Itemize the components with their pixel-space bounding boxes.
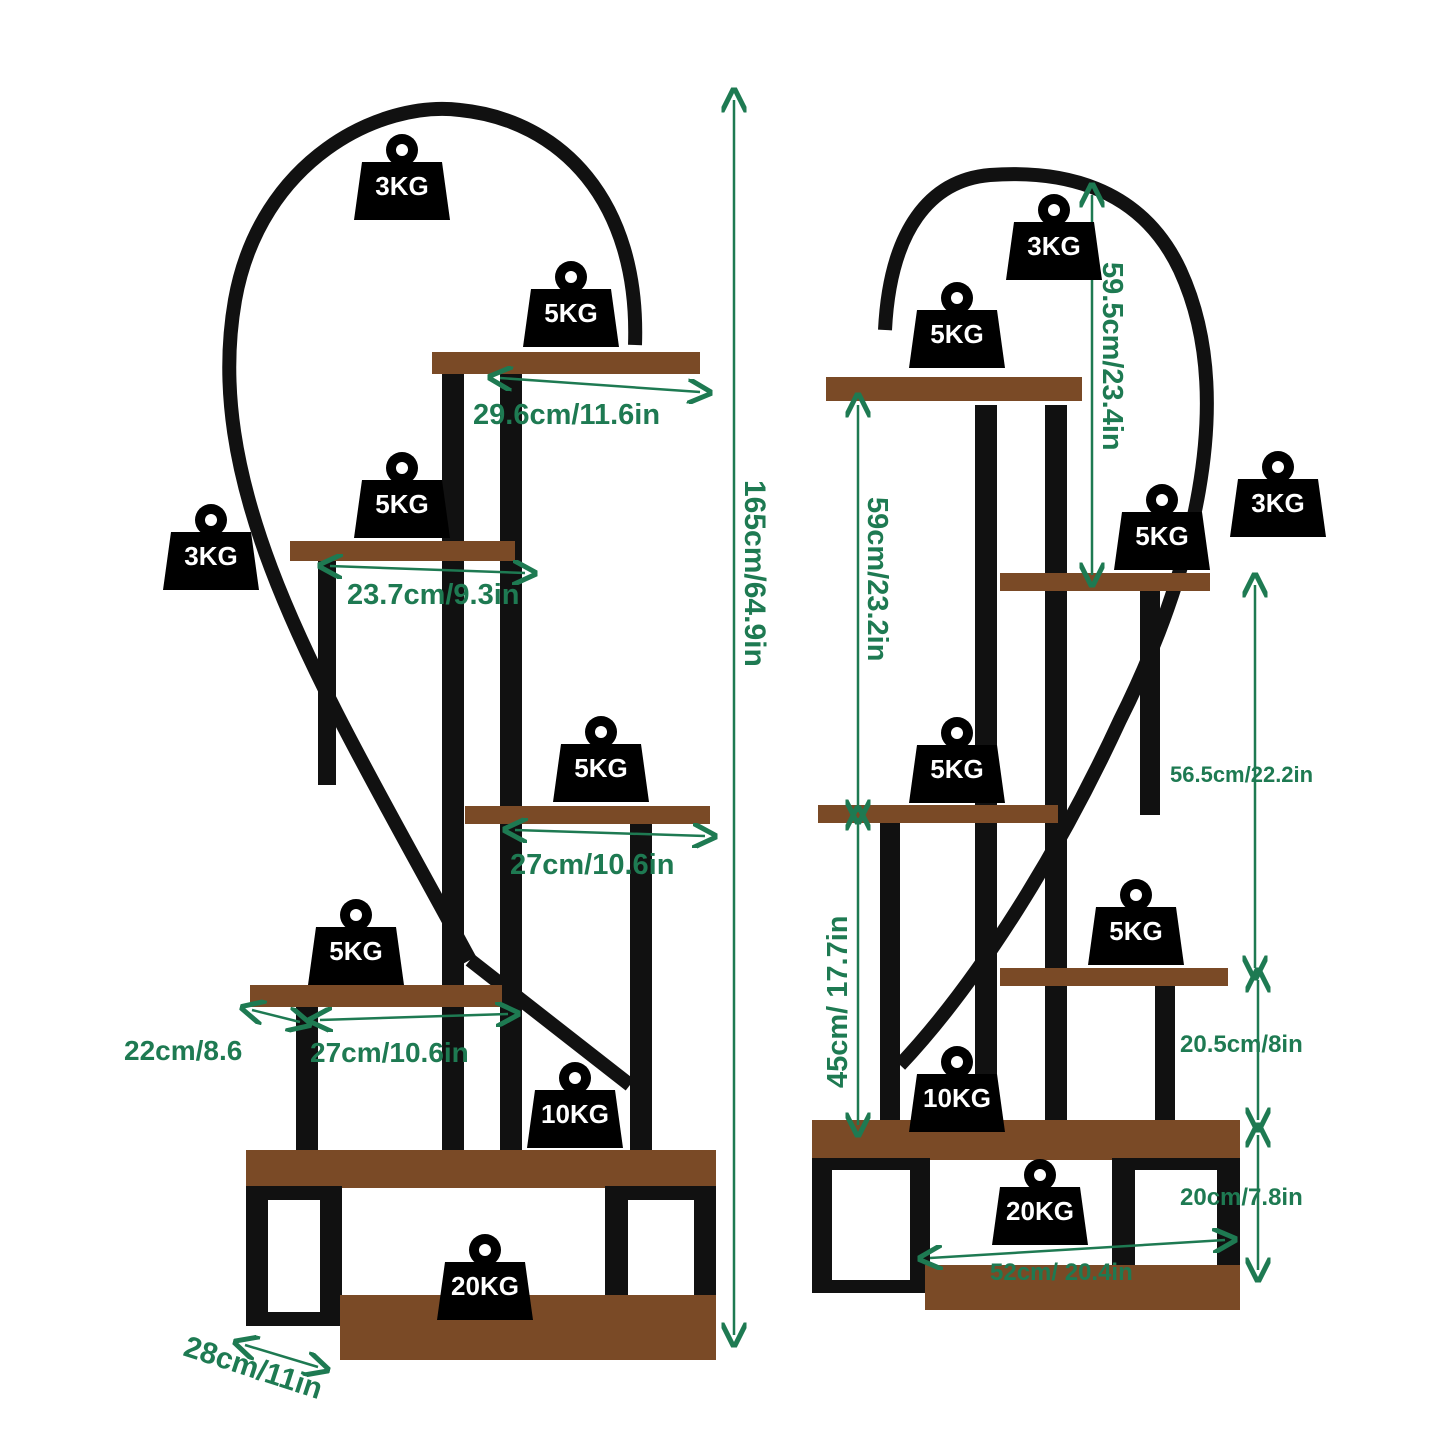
right-arch — [878, 167, 1214, 1070]
svg-text:5KG: 5KG — [930, 319, 983, 349]
left-top-shelf — [432, 352, 700, 374]
svg-text:5KG: 5KG — [1109, 916, 1162, 946]
right-base-height-label: 20cm/7.8in — [1180, 1184, 1303, 1211]
weight-icon: 3KG — [163, 504, 259, 590]
left-tier2-width-label: 23.7cm/9.3in — [347, 579, 520, 611]
svg-text:5KG: 5KG — [1135, 521, 1188, 551]
svg-text:3KG: 3KG — [375, 171, 428, 201]
svg-text:5KG: 5KG — [930, 754, 983, 784]
left-tier3-width-label: 27cm/10.6in — [510, 849, 674, 881]
weight-icon: 5KG — [1088, 879, 1184, 965]
left-base-top — [246, 1150, 716, 1188]
left-base-depth-label: 28cm/11in — [180, 1330, 327, 1406]
weight-icon: 20KG — [437, 1234, 533, 1320]
left-height-label: 165cm/64.9in — [738, 480, 771, 667]
left-shelf — [222, 102, 716, 1360]
right-side-height-label: 56.5cm/22.2in — [1170, 762, 1313, 787]
right-side-upper-shelf — [1000, 573, 1210, 591]
left-tier3-shelf — [465, 806, 710, 824]
svg-text:3KG: 3KG — [1027, 231, 1080, 261]
weight-icon: 5KG — [553, 716, 649, 802]
svg-text:5KG: 5KG — [329, 936, 382, 966]
right-base-bottom — [925, 1265, 1240, 1310]
svg-text:3KG: 3KG — [1251, 488, 1304, 518]
weight-icon: 3KG — [1230, 451, 1326, 537]
svg-text:20KG: 20KG — [451, 1271, 519, 1301]
weight-icon: 3KG — [354, 134, 450, 220]
weight-icon: 10KG — [527, 1062, 623, 1148]
weight-icon: 5KG — [1114, 484, 1210, 570]
svg-text:5KG: 5KG — [375, 489, 428, 519]
weight-icon: 3KG — [1006, 194, 1102, 280]
right-post-3 — [1140, 590, 1160, 815]
left-post-5 — [296, 1005, 318, 1165]
left-post-2 — [500, 370, 522, 1160]
right-post-4 — [880, 815, 900, 1125]
svg-text:20KG: 20KG — [1006, 1196, 1074, 1226]
right-shelf — [812, 167, 1240, 1310]
weight-icon: 5KG — [909, 282, 1005, 368]
right-base-width-label: 52cm/ 20.4in — [990, 1259, 1133, 1286]
weight-icon: 5KG — [308, 899, 404, 985]
left-tier2-shelf — [290, 541, 515, 561]
svg-text:5KG: 5KG — [544, 298, 597, 328]
right-side-lower-height-label: 20.5cm/8in — [1180, 1031, 1303, 1058]
weight-icon: 10KG — [909, 1046, 1005, 1132]
right-lower-height-label: 45cm/ 17.7in — [822, 916, 854, 1089]
right-middle-shelf — [818, 805, 1058, 823]
right-post-2 — [1045, 405, 1067, 1125]
right-top-shelf — [826, 377, 1082, 401]
right-post-5 — [1155, 980, 1175, 1120]
right-upper-height-label: 59cm/23.2in — [861, 497, 893, 661]
left-post-3 — [318, 555, 336, 785]
left-top-width-label: 29.6cm/11.6in — [473, 399, 660, 431]
left-tier4-depth-label: 22cm/8.6 — [124, 1035, 242, 1066]
svg-text:10KG: 10KG — [541, 1099, 609, 1129]
weight-icon: 5KG — [523, 261, 619, 347]
right-arch-height-label: 59.5cm/23.4in — [1096, 262, 1128, 451]
svg-text:10KG: 10KG — [923, 1083, 991, 1113]
svg-text:5KG: 5KG — [574, 753, 627, 783]
weight-icon: 5KG — [354, 452, 450, 538]
weight-icon: 20KG — [992, 1159, 1088, 1245]
weight-icon: 5KG — [909, 717, 1005, 803]
right-side-lower-shelf — [1000, 968, 1228, 986]
left-tier4-width-label: 27cm/10.6in — [310, 1037, 469, 1068]
left-tier4-shelf — [250, 985, 502, 1007]
left-post-4 — [630, 815, 652, 1160]
svg-text:3KG: 3KG — [184, 541, 237, 571]
right-base-top — [812, 1120, 1240, 1160]
